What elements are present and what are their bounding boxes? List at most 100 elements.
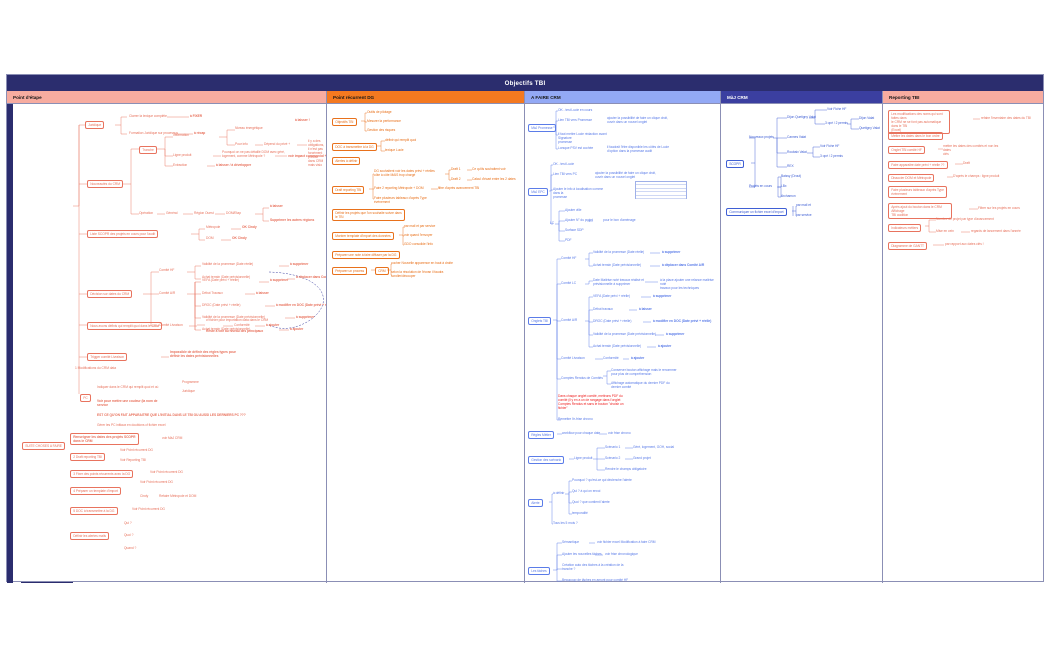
node-definir_projets[interactable]: Définir les projets que l'on souhaite su… xyxy=(332,209,405,222)
node-montrer[interactable]: Montrer template d'import des données xyxy=(332,232,394,241)
node-lc[interactable]: LC xyxy=(550,221,555,225)
node-al_2[interactable]: Quoi ? xyxy=(124,533,134,537)
node-ne_4[interactable]: il y a des obligations, il n'est pas for… xyxy=(308,139,325,168)
node-mp_2b[interactable]: ajouter la possibilité de faire un cliqu… xyxy=(607,116,668,125)
node-ar_3b[interactable]: à modifier en DOC (Date prévi + réelle) xyxy=(276,303,327,307)
node-pc[interactable]: PC xyxy=(80,394,91,403)
node-juridique_1b[interactable]: à FIXER xyxy=(190,114,203,118)
node-al_3[interactable]: Quand ? xyxy=(124,546,137,550)
node-pr_1[interactable]: cocher Nouvelle apparence en haut à droi… xyxy=(391,261,453,265)
column-header-maj-crm[interactable]: MàJ CRM xyxy=(721,91,882,104)
node-lt_4[interactable]: Beaucoup de tâches en amont pour comité … xyxy=(562,578,629,582)
node-ob_2[interactable]: Mesurer la performance xyxy=(367,119,401,123)
node-hf_2[interactable]: Achat terrain (Date prévisionnelle) xyxy=(202,275,251,279)
node-ar_4[interactable]: Validité de la promesse (Date prévisionn… xyxy=(593,332,656,336)
node-ne_1[interactable]: à laisser ! xyxy=(295,118,310,122)
node-ar_2b[interactable]: à laisser xyxy=(256,291,269,295)
node-juridique_2[interactable]: Formation Juridique sur processus xyxy=(129,131,178,135)
node-lc_2b[interactable]: pour le bon d'aménage xyxy=(603,218,636,222)
node-template_c[interactable]: Cindy xyxy=(140,494,149,498)
node-dr_1[interactable]: DG souhaitent voir les dates prévi + rée… xyxy=(374,169,435,178)
node-ar_2[interactable]: Début Travaux xyxy=(202,291,223,295)
node-lsc_2[interactable]: DOM xyxy=(206,236,214,240)
node-note[interactable]: Préparer une note à faire diffuser par l… xyxy=(332,251,400,260)
node-maj_epc[interactable]: MàJ EPC xyxy=(528,188,548,197)
node-ne_2[interactable]: Pour info xyxy=(235,142,248,146)
node-rb_2[interactable]: 3 opé / 2 permis xyxy=(820,154,843,158)
node-lt_1[interactable]: Sémantique xyxy=(562,540,580,544)
node-hf_1[interactable]: Validité de la promesse (Date réelle) xyxy=(593,250,645,254)
node-doc_2[interactable]: lexique Lucie xyxy=(385,148,404,152)
node-alerte[interactable]: Alerte xyxy=(528,499,543,508)
node-mo_3[interactable]: GDO consolide l'info xyxy=(404,242,433,246)
node-ligne_produit[interactable]: Ligne produit xyxy=(173,153,192,157)
node-n5b[interactable]: D'après le champs : ligne produit xyxy=(953,174,1000,178)
node-comite_ar[interactable]: Comité A/R xyxy=(159,291,176,295)
node-ar_5b[interactable]: à ajouter xyxy=(290,327,304,331)
node-qr_2[interactable]: Reste à voir au niveau des principaux xyxy=(206,329,264,333)
node-ar_3[interactable]: DROC (Date prévi + réelle) xyxy=(593,319,632,323)
node-al_4[interactable]: temporalité xyxy=(572,511,588,515)
node-re_1b[interactable]: voir frise chrono xyxy=(608,431,631,435)
node-alertes[interactable]: Définir les alertes mails xyxy=(70,532,110,541)
node-ar_5[interactable]: Achat terrain (Date prévisionnelle) xyxy=(202,327,251,331)
node-comite_lc[interactable]: Comité LC xyxy=(561,281,577,285)
node-comite_hf[interactable]: Comité HF xyxy=(159,268,175,272)
node-pc_1b[interactable]: Juridique xyxy=(182,389,195,393)
node-op_1[interactable]: Général xyxy=(166,211,178,215)
node-onglets[interactable]: Onglets TBI xyxy=(528,317,552,326)
node-ar_4b[interactable]: à supprimer xyxy=(666,332,685,336)
node-n6[interactable]: Faire plusieurs tableaux d'après Type év… xyxy=(888,186,948,199)
node-decision[interactable]: Décision sur dates du CRM xyxy=(87,290,133,299)
node-al_5[interactable]: Tous les 5 mois ? xyxy=(553,521,578,525)
node-fixer_pts_b[interactable]: Voir Point récurrent DG xyxy=(150,470,183,474)
node-gs_1[interactable]: Scénario 1 xyxy=(605,445,621,449)
node-ar_5[interactable]: Achat terrain (Date prévisionnelle) xyxy=(593,344,642,348)
node-comite_ar[interactable]: Comité A/R xyxy=(561,318,578,322)
node-pr_2[interactable]: selon la résolution de l'écran il faudra… xyxy=(391,270,444,279)
node-hf_2[interactable]: Achat terrain (Date prévisionnelle) xyxy=(593,263,642,267)
node-ex_1[interactable]: à laisser / à développer xyxy=(216,163,252,167)
node-pc_4[interactable]: Gérer les PC initiaux en doublons cf fic… xyxy=(97,423,166,427)
node-me_2b[interactable]: ajouter la possibilité de faire un cliqu… xyxy=(595,171,656,180)
node-doc_dg[interactable]: 5 DOC à transmettre à la DG xyxy=(70,507,118,516)
node-lc_4[interactable]: PDF xyxy=(565,238,572,242)
node-hf_1b[interactable]: à supprimer xyxy=(662,250,681,254)
node-al_1[interactable]: Pourquoi ? qu'est-ce qui déclenche l'ale… xyxy=(572,478,632,482)
node-n1b[interactable]: refaire l'inventaire des dates du TBI xyxy=(981,116,1031,120)
node-al_2[interactable]: Qui ? à qui on envoi xyxy=(572,489,601,493)
node-ar_2b[interactable]: à laisser xyxy=(639,307,652,311)
node-op_3[interactable]: DOM/Etap xyxy=(226,211,241,215)
node-lt_1b[interactable]: voir fichier excel Modification à faire … xyxy=(597,540,656,544)
node-suite[interactable]: SUITE CHOSES A FAIRE xyxy=(22,442,66,451)
node-lsc_1b[interactable]: OK Cindy xyxy=(242,225,257,229)
column-header-reporting-tbi[interactable]: Reporting TBI xyxy=(883,91,1043,104)
node-lc_2[interactable]: Ajouter N° du projet xyxy=(565,218,593,222)
node-hf_1[interactable]: Validité de la promesse (Date réelle) xyxy=(202,262,254,266)
node-dr_2[interactable]: Faire 2 reporting Métropole + DOM xyxy=(374,186,424,190)
node-mp_4[interactable]: Lorsque PSV est cochée xyxy=(558,146,594,150)
node-dr_3[interactable]: Faire plusieurs tableaux d'après Type év… xyxy=(374,196,427,205)
node-cl_1b[interactable]: à ajouter xyxy=(266,323,280,327)
node-gs_1b[interactable]: Géré, logement, GOH, social xyxy=(633,445,674,449)
node-gs_2[interactable]: Scénario 2 xyxy=(605,456,621,460)
node-dr_1[interactable]: Voir Point récurrent DG xyxy=(120,448,153,452)
node-cr_3[interactable]: Remettre l'e-frise chrono xyxy=(558,417,593,421)
node-n3[interactable]: Onglet TBI comité HF xyxy=(888,146,926,155)
node-comite_livraison[interactable]: Comité Livraison xyxy=(561,356,585,360)
node-dr_2b[interactable]: filtre d'après avancement TBI xyxy=(438,186,480,190)
node-process[interactable]: Préparer un process xyxy=(332,267,368,276)
node-dijon[interactable]: Dijon Quetigny Valat xyxy=(787,115,816,119)
node-mp_4b[interactable]: il faudrait l'être disponible les côtés … xyxy=(607,145,670,154)
node-n9[interactable]: Diagramme de GANTT xyxy=(888,242,928,251)
node-lc_1[interactable]: Ajouter ville xyxy=(565,208,582,212)
node-ar_5b[interactable]: à ajouter xyxy=(658,344,672,348)
node-clv_1b[interactable]: à ajouter xyxy=(631,356,645,360)
node-fixer_pts[interactable]: 3 Fixer des points récurrents avec la DG xyxy=(70,470,134,479)
node-me_3[interactable]: Ajouter le info à localisation comme dan… xyxy=(553,187,604,200)
node-roubaix[interactable]: Roubaix Valat xyxy=(787,150,807,154)
node-comite_livraison[interactable]: Comité Livraison xyxy=(159,323,183,327)
node-clv_1[interactable]: Conformité xyxy=(603,356,619,360)
node-ar_1[interactable]: VEFA (Date prévi + réelle) xyxy=(593,294,630,298)
node-doc_1[interactable]: définir qui remplit quoi xyxy=(385,138,417,142)
